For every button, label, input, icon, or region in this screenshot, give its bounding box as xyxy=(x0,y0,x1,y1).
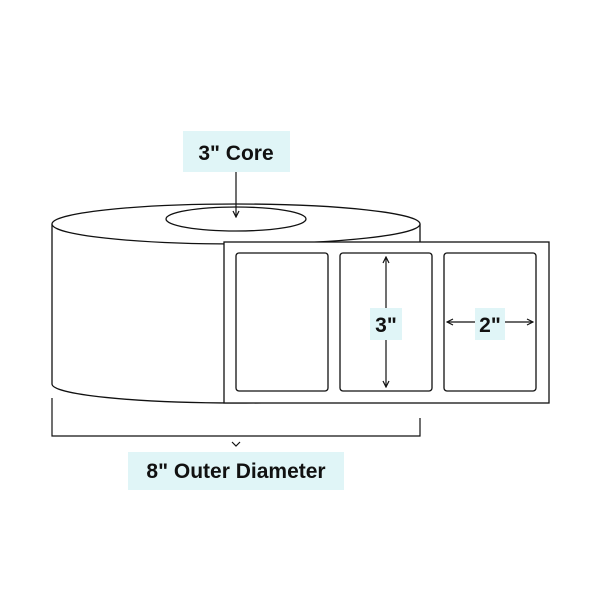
height-label-bg xyxy=(370,308,402,340)
core-label: 3" Core xyxy=(198,142,273,165)
outer-diameter-label: 8" Outer Diameter xyxy=(146,460,325,483)
label-1 xyxy=(235,252,329,392)
outer-diameter-bracket xyxy=(51,398,421,437)
width-label-bg xyxy=(475,308,505,340)
outer-diameter-label-bg xyxy=(128,452,344,490)
height-label: 3" xyxy=(375,314,397,337)
core-label-bg xyxy=(183,131,290,172)
width-label: 2" xyxy=(479,314,501,337)
outer-diameter-tick xyxy=(231,441,241,447)
